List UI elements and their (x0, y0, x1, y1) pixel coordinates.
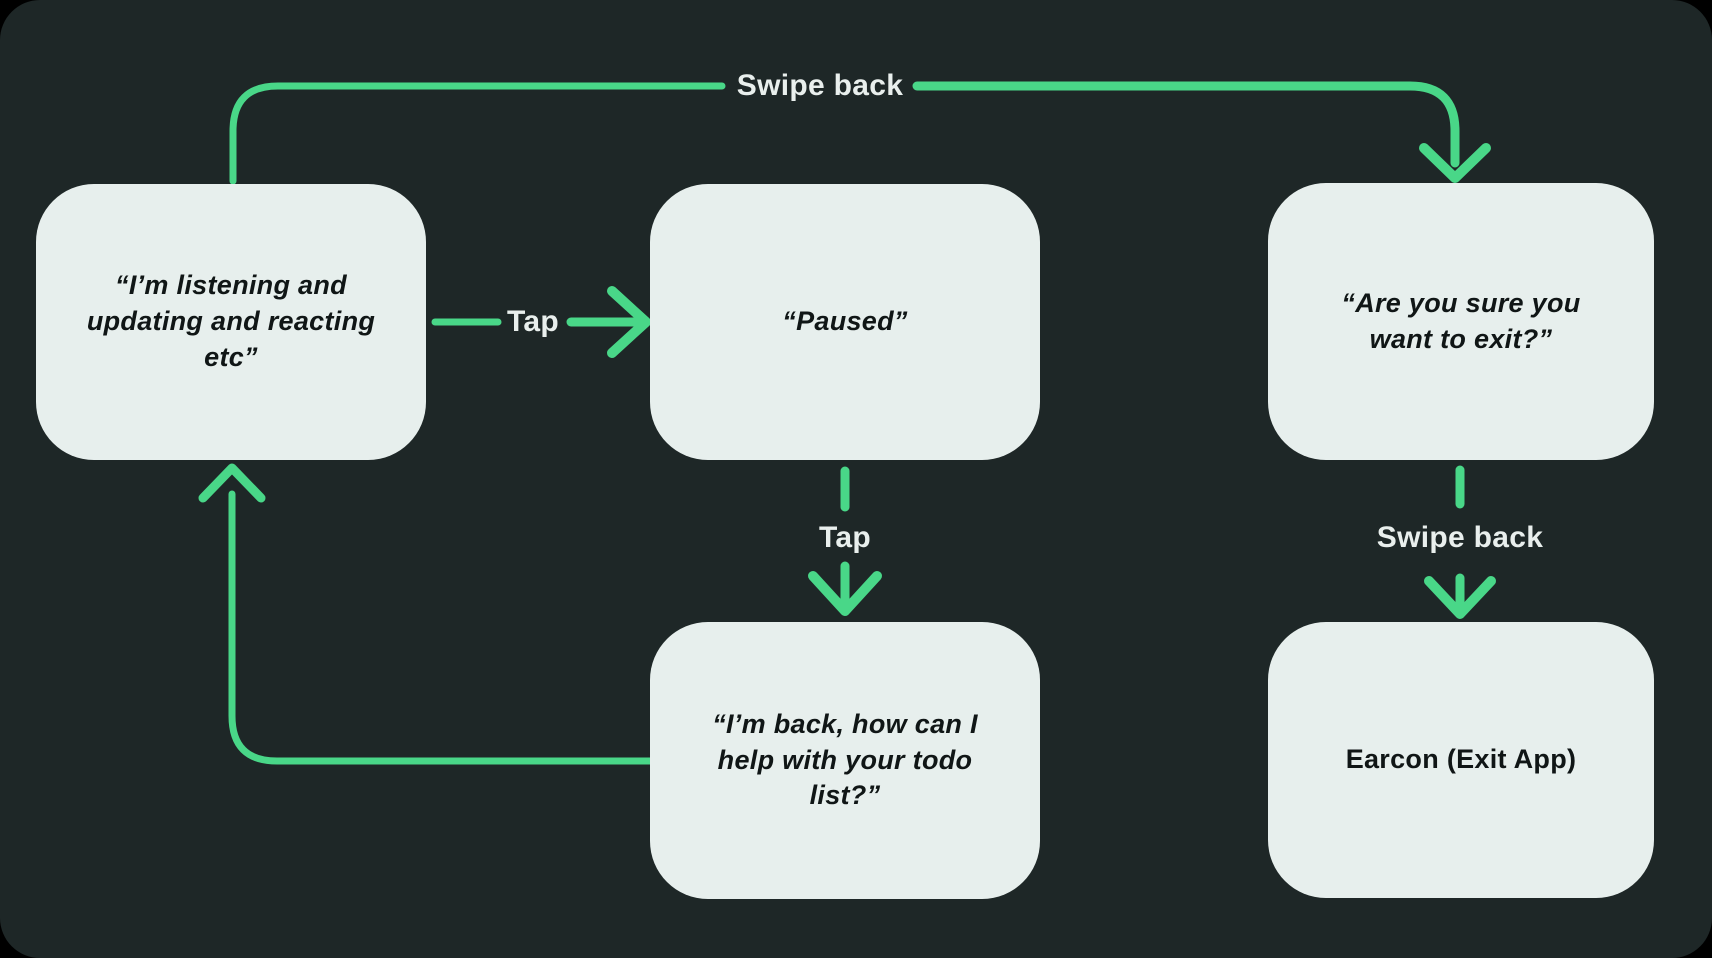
node-back: “I’m back, how can I help with your todo… (650, 622, 1040, 899)
node-paused-label: “Paused” (782, 306, 908, 337)
edge-label-tap-vertical: Tap (818, 521, 872, 554)
node-exit-confirm: “Are you sure you want to exit?” (1268, 183, 1654, 460)
edge-loop-return-line (228, 490, 654, 765)
edge-swipe-back-right (1424, 465, 1496, 619)
node-listening-label: “I’m listening and updating and reacting… (86, 270, 376, 372)
node-earcon-label: Earcon (Exit App) (1345, 744, 1577, 775)
node-paused: “Paused” (650, 184, 1040, 460)
edge-loop-return-arrowhead (198, 463, 266, 503)
edge-label-swipe-back-top: Swipe back (736, 69, 904, 102)
edge-tap-vertical-arrowhead (808, 571, 882, 616)
edge-loop-return (198, 463, 654, 765)
edge-swipe-back-top (229, 81, 1491, 185)
node-back-label: “I’m back, how can I help with your todo… (712, 708, 978, 811)
edge-swipe-back-top-line-right (912, 81, 1460, 168)
edge-swipe-back-top-arrowhead (1419, 143, 1491, 183)
edge-swipe-back-top-line-left (229, 82, 726, 185)
edge-swipe-back-right-arrowhead (1424, 576, 1496, 619)
edge-label-swipe-back-right: Swipe back (1376, 521, 1544, 554)
edge-tap-horizontal-arrowhead (607, 286, 651, 358)
node-earcon: Earcon (Exit App) (1268, 622, 1654, 898)
edge-tap-horizontal (431, 286, 651, 358)
node-exit-confirm-label: “Are you sure you want to exit?” (1341, 287, 1581, 354)
edge-label-tap-horizontal: Tap (506, 305, 560, 338)
node-listening: “I’m listening and updating and reacting… (36, 184, 426, 460)
edge-tap-vertical (808, 466, 882, 616)
